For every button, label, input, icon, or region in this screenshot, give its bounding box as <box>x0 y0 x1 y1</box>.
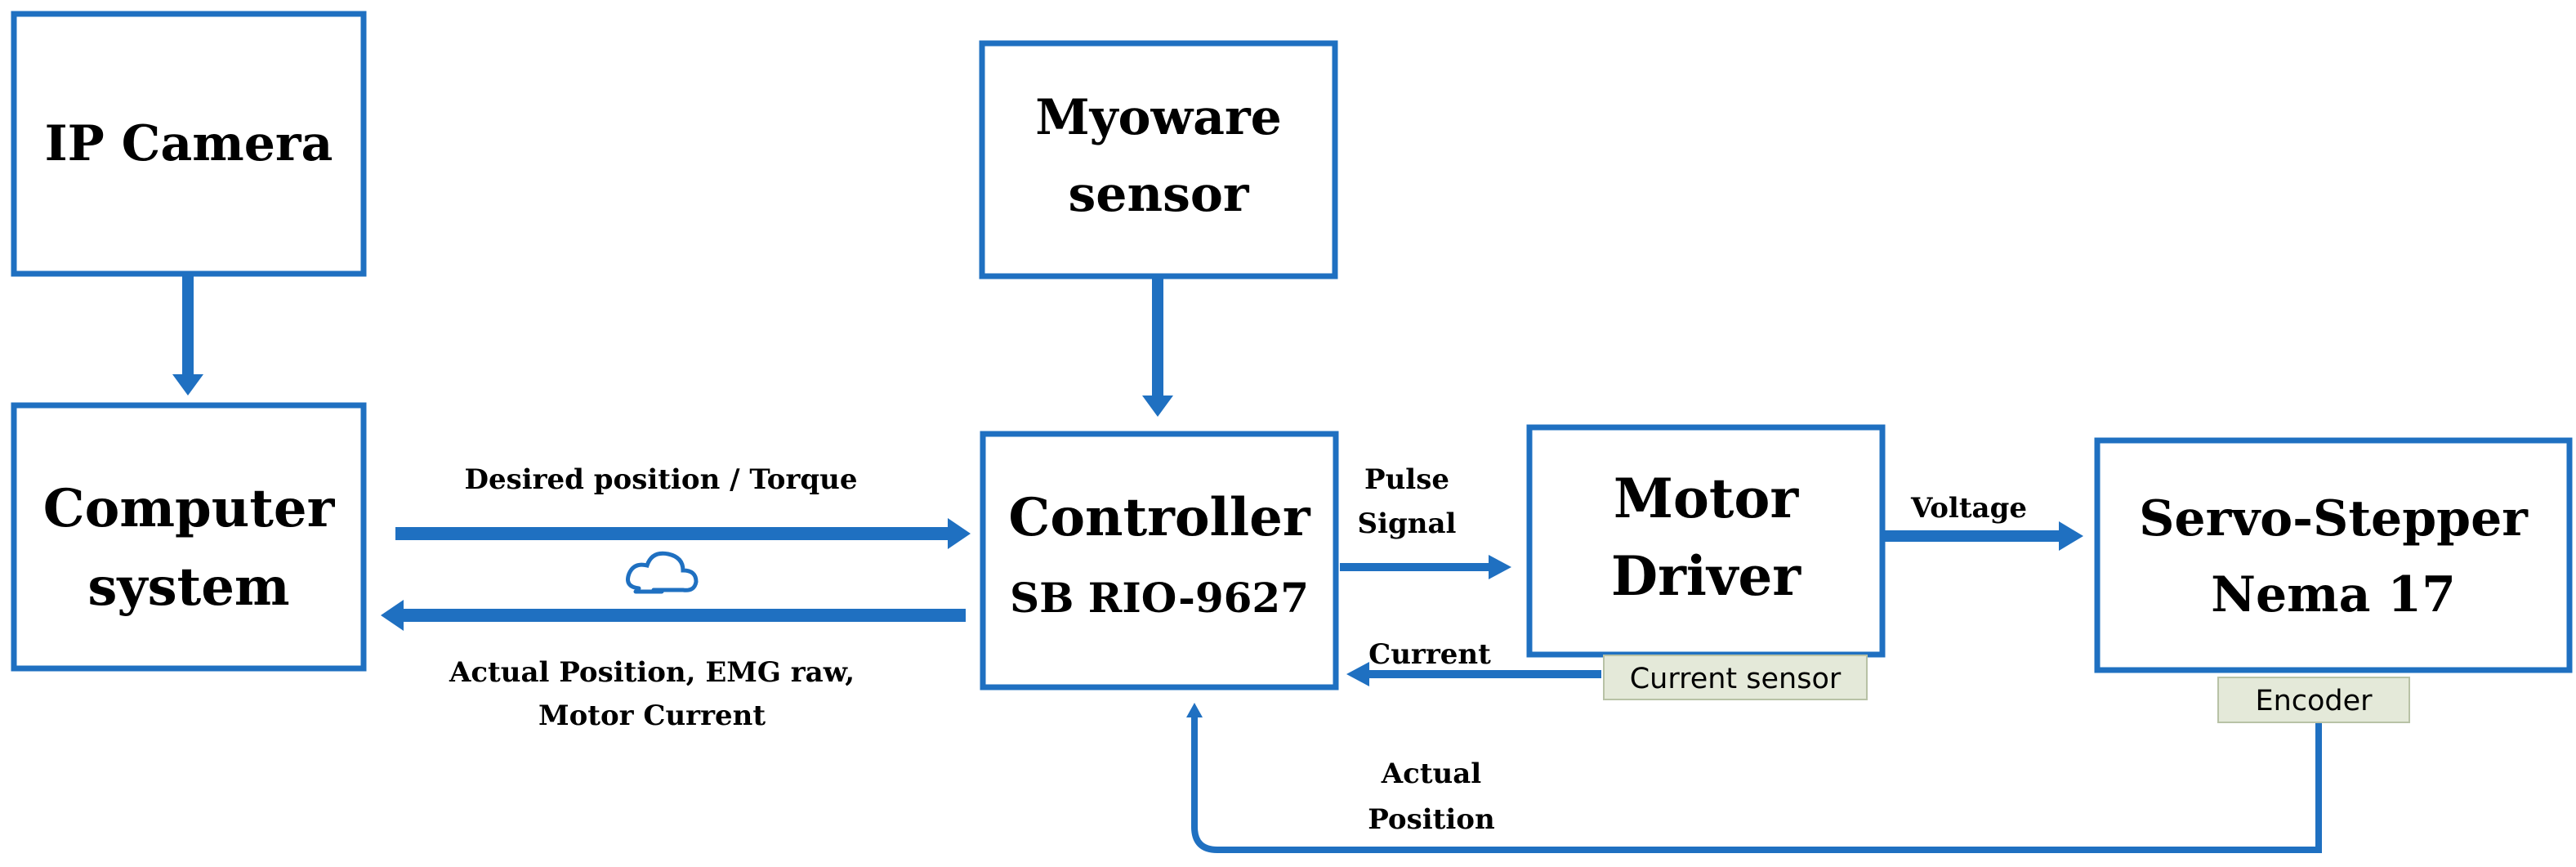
arrowhead-voltage <box>2059 521 2083 551</box>
myoware-label: Myoware <box>1035 89 1282 146</box>
myoware-sensor-box: Myoware sensor <box>979 40 1338 279</box>
voltage-label: Voltage <box>1910 492 2027 525</box>
encoder-label: Encoder <box>2255 685 2373 717</box>
ip-camera-box: IP Camera <box>11 11 367 277</box>
pulse-label: Pulse <box>1364 463 1449 496</box>
current-label: Current <box>1368 638 1491 671</box>
arrowhead-feedback <box>1186 703 1203 717</box>
arrowhead-actual-data <box>381 600 404 631</box>
driver-label: Driver <box>1611 544 1801 608</box>
arrowhead-camera-to-computer <box>172 374 203 396</box>
desired-position-label: Desired position / Torque <box>464 463 857 496</box>
current-sensor-tag: Current sensor <box>1603 655 1868 700</box>
controller-box: Controller SB RIO-9627 <box>980 431 1339 690</box>
computer-system-box: Computer system <box>11 402 367 672</box>
cloud-icon <box>626 551 699 594</box>
feedback-label-line2: Position <box>1368 803 1494 836</box>
nema-label: Nema 17 <box>2211 566 2456 623</box>
encoder-tag: Encoder <box>2217 677 2410 723</box>
signal-label: Signal <box>1358 507 1457 540</box>
myoware-sensor-label: sensor <box>1069 166 1250 223</box>
feedback-label-line1: Actual <box>1381 758 1482 790</box>
actual-data-label-line2: Motor Current <box>538 699 766 732</box>
arrowhead-current <box>1346 662 1369 686</box>
computer-label: Computer <box>43 478 336 539</box>
arrowhead-myoware-to-controller <box>1142 396 1173 417</box>
motor-label: Motor <box>1614 467 1800 530</box>
arrowhead-pulse-signal <box>1489 555 1511 579</box>
current-sensor-label: Current sensor <box>1630 663 1842 695</box>
arrowhead-desired-position <box>948 518 971 549</box>
servo-stepper-box: Servo-Stepper Nema 17 <box>2094 437 2573 673</box>
feedback-line-actual-position <box>1191 717 2322 853</box>
system-label: system <box>87 556 289 618</box>
servo-stepper-label: Servo-Stepper <box>2139 490 2529 547</box>
controller-label: Controller <box>1008 487 1310 548</box>
ip-camera-label: IP Camera <box>45 115 333 172</box>
actual-data-label-line1: Actual Position, EMG raw, <box>449 656 855 689</box>
controller-model-label: SB RIO-9627 <box>1010 574 1309 622</box>
motor-driver-box: Motor Driver <box>1526 424 1886 658</box>
